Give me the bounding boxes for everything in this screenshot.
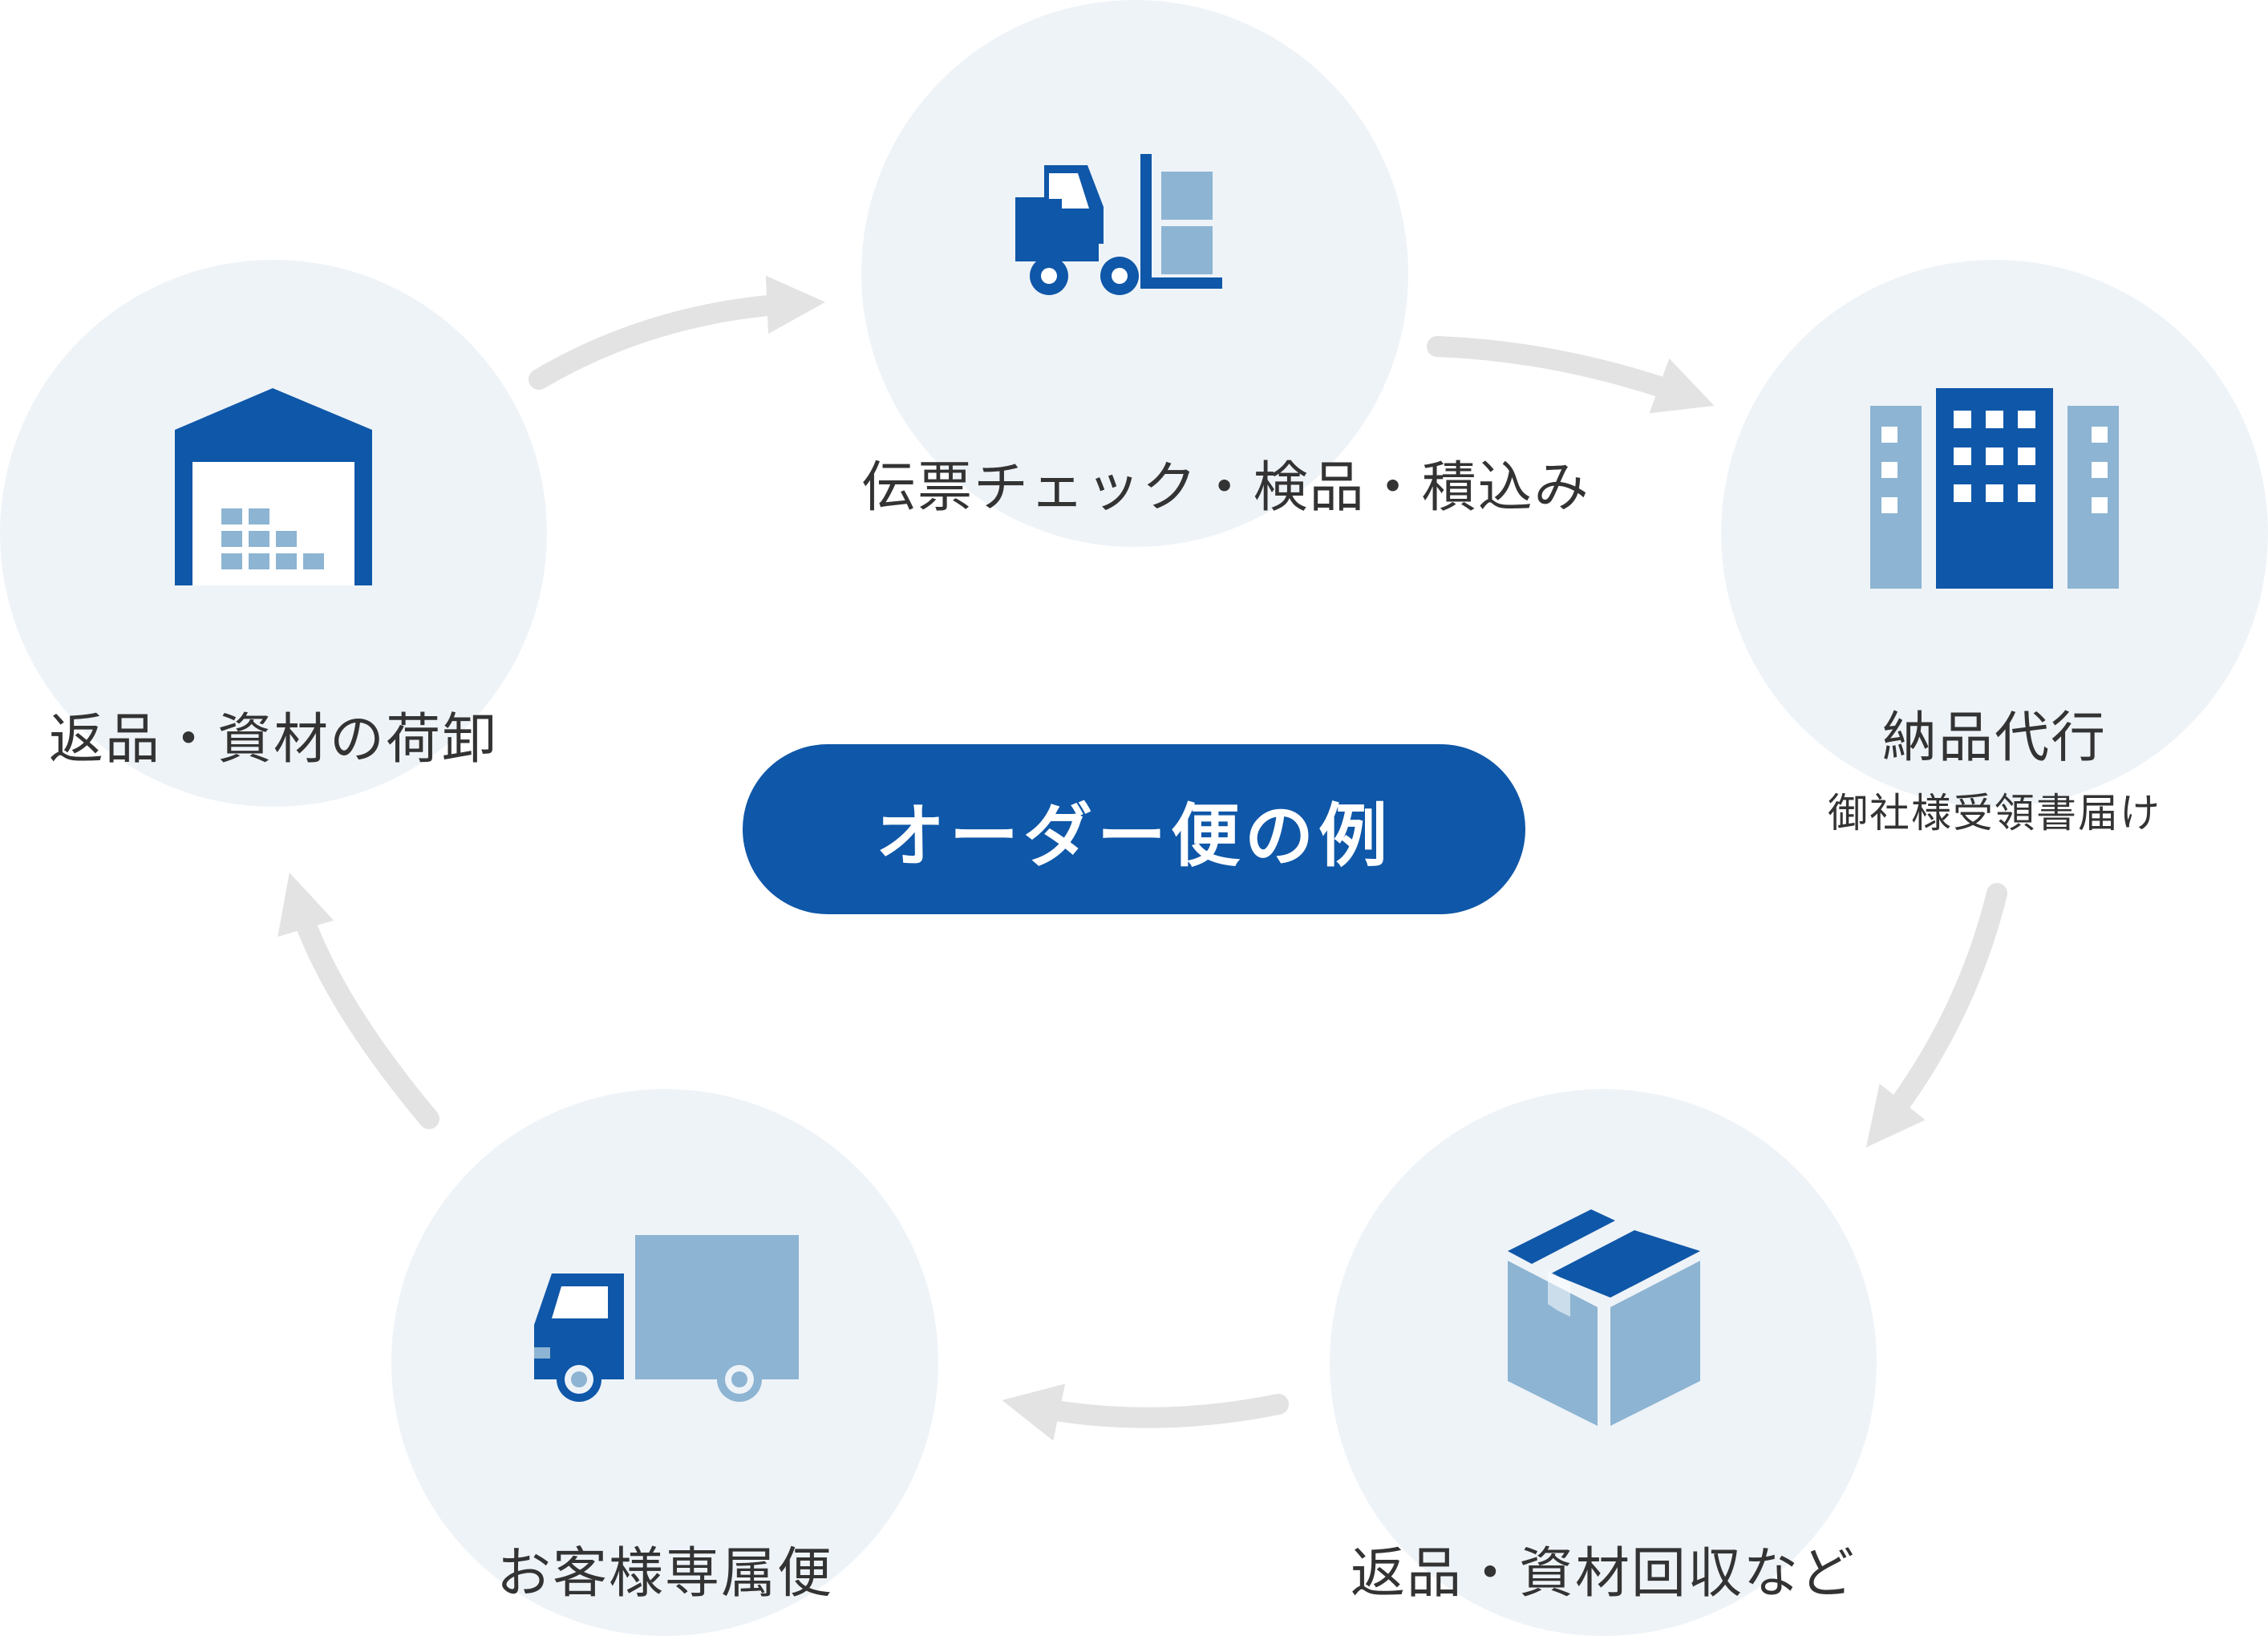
step-label: 返品・資材の荷卸 [48, 708, 498, 771]
step-return-unloading: 返品・資材の荷卸 [0, 260, 547, 807]
step-label: 伝票チェック・検品・積込み [861, 456, 1590, 520]
step-label: お客様専属便 [496, 1542, 833, 1606]
delivery-truck-icon [534, 1235, 799, 1402]
center-title-pill: オーダー便の例 [743, 744, 1525, 914]
warehouse-icon [175, 388, 372, 585]
step-label: 返品・資材回収など [1350, 1542, 1856, 1606]
arrow-forklift-to-building [1427, 336, 1715, 414]
step-delivery-agency: 納品代行 御社様受領書届け [1721, 260, 2268, 836]
step-label: 納品代行 [1881, 707, 2107, 770]
forklift-icon [1015, 154, 1222, 295]
arrow-building-to-box [1865, 883, 2007, 1148]
step-inspection-loading: 伝票チェック・検品・積込み [861, 0, 1590, 547]
arrow-box-to-truck [1002, 1383, 1289, 1441]
cardboard-box-icon [1508, 1209, 1700, 1426]
diagram-title: オーダー便の例 [876, 796, 1392, 877]
step-dedicated-delivery: お客様専属便 [391, 1089, 938, 1636]
arrow-warehouse-to-forklift [529, 275, 826, 390]
arrow-truck-to-warehouse [277, 873, 439, 1129]
office-building-icon [1870, 388, 2119, 589]
step-sublabel: 御社様受領書届け [1828, 790, 2161, 836]
step-return-collection: 返品・資材回収など [1330, 1089, 1877, 1636]
